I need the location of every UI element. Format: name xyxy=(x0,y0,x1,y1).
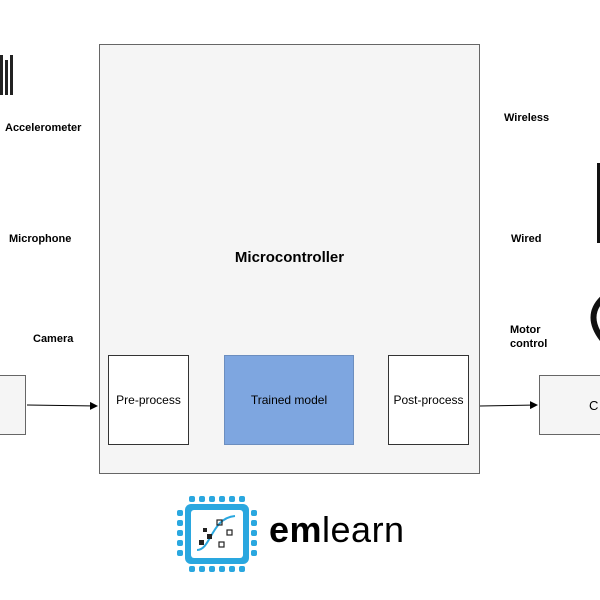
input-sensor-box xyxy=(0,375,26,435)
pre-process-box: Pre-process xyxy=(108,355,189,445)
emlearn-logo-text: emlearn xyxy=(269,508,405,552)
logo-text-light: learn xyxy=(322,509,405,550)
post-process-box: Post-process xyxy=(388,355,469,445)
trained-model-box: Trained model xyxy=(224,355,354,445)
logo-text-bold: em xyxy=(269,509,323,550)
input-microphone-label: Microphone xyxy=(9,233,72,245)
arrow-mcu-to-output xyxy=(479,401,538,410)
input-camera-label: Camera xyxy=(33,333,74,345)
motor-icon xyxy=(590,296,600,341)
output-motor-label: Motor control xyxy=(510,323,547,351)
motor-label-line2: control xyxy=(510,338,548,350)
output-wired-label: Wired xyxy=(511,233,542,245)
accelerometer-icon xyxy=(0,55,13,95)
wired-icon xyxy=(597,163,600,243)
motor-label-line1: Motor xyxy=(510,324,541,336)
output-wireless-label: Wireless xyxy=(504,112,550,124)
microcontroller-title: Microcontroller xyxy=(234,249,345,266)
arrow-input-to-mcu xyxy=(26,401,98,410)
emlearn-logo-icon xyxy=(177,496,257,572)
input-accelerometer-label: Accelerometer xyxy=(5,122,82,134)
output-box: C xyxy=(539,375,600,435)
